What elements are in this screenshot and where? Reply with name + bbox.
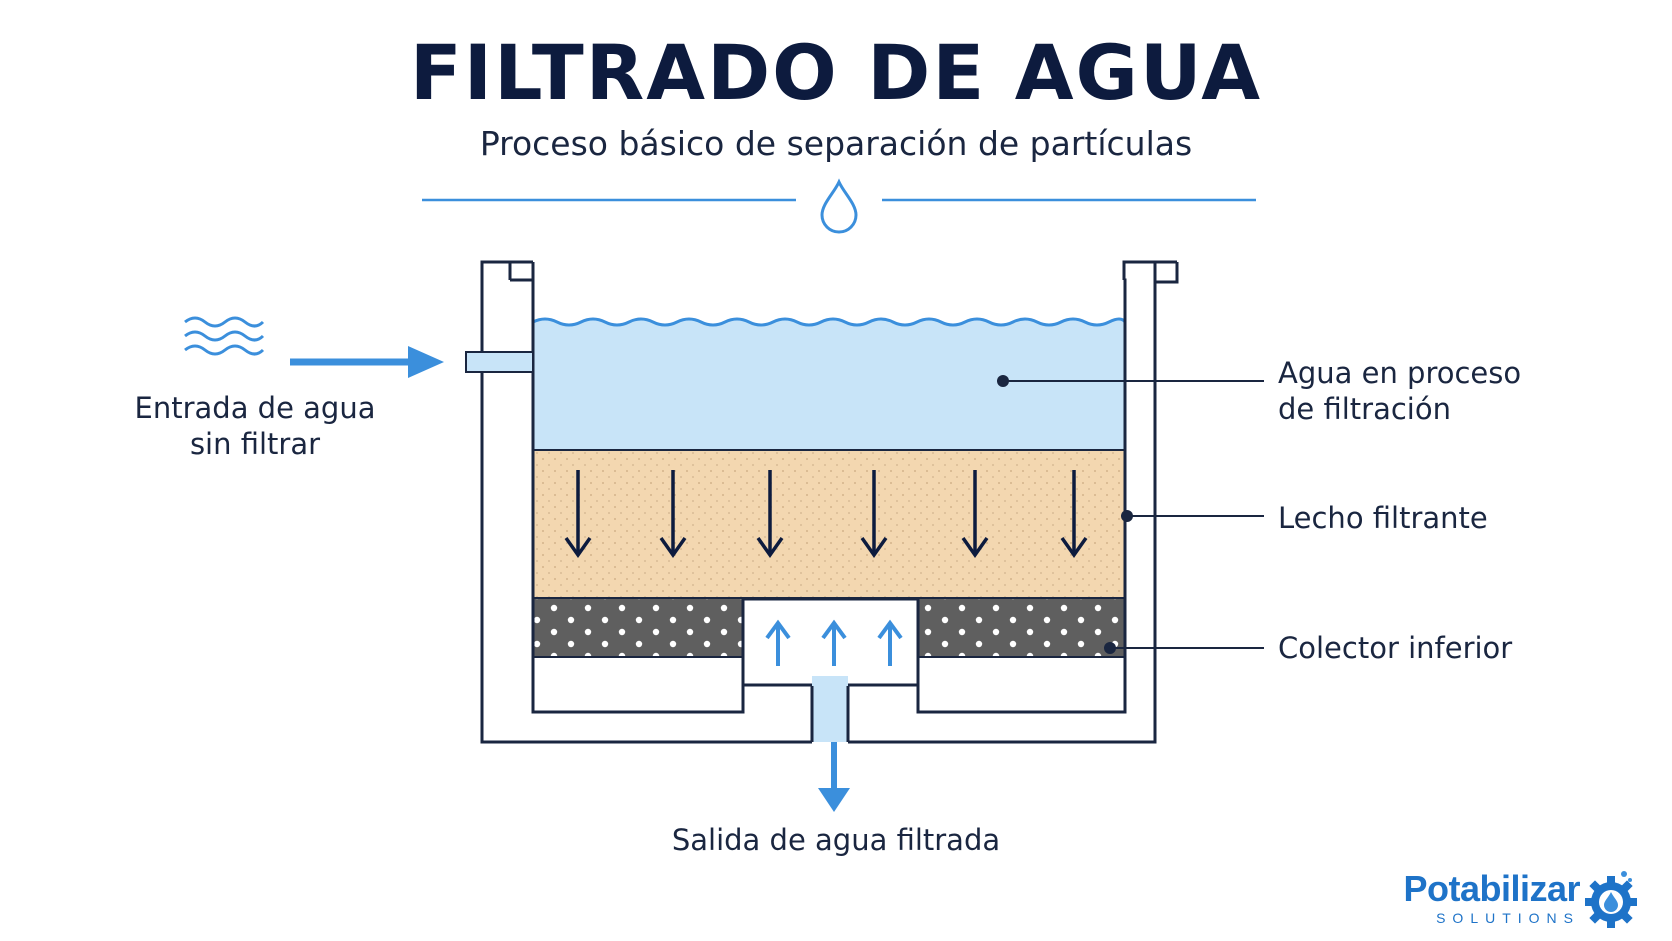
down-arrow <box>860 470 888 559</box>
page-title: FILTRADO DE AGUA <box>409 28 1263 117</box>
outlet-pipe <box>812 676 848 742</box>
flow-up-arrows <box>765 619 903 666</box>
water-layer-label-line-2: de filtración <box>1278 392 1451 426</box>
inlet-label: Entrada de agua sin filtrar <box>110 390 400 462</box>
tank-inner-wall <box>510 278 1127 714</box>
down-arrow <box>564 470 592 559</box>
leader-dot-bed <box>1121 510 1133 522</box>
down-arrow <box>1060 470 1088 559</box>
leader-dot-collector <box>1104 642 1116 654</box>
brand-name: Potabilizar <box>1403 868 1580 909</box>
flow-down-arrows <box>564 470 1088 559</box>
brand-tagline: SOLUTIONS <box>1436 910 1580 926</box>
water-layer-label: Agua en proceso de filtración <box>1278 355 1521 427</box>
down-arrow <box>756 470 784 559</box>
water-layer-label-line-1: Agua en proceso <box>1278 356 1522 390</box>
inlet-pipe <box>465 351 534 373</box>
up-arrow <box>821 619 847 666</box>
inlet-label-line-1: Entrada de agua <box>134 391 376 425</box>
brand-logo: Potabilizar SOLUTIONS <box>1398 868 1638 934</box>
down-arrow <box>659 470 687 559</box>
up-arrow <box>765 619 791 666</box>
water-drop-icon <box>820 178 858 234</box>
collector-label: Colector inferior <box>1278 631 1513 665</box>
filter-bed-label: Lecho filtrante <box>1278 501 1488 535</box>
outlet-label: Salida de agua filtrada <box>671 823 1001 857</box>
inlet-label-line-2: sin filtrar <box>189 427 321 461</box>
leader-dot-water <box>997 375 1009 387</box>
down-arrow <box>961 470 989 559</box>
up-arrow <box>877 619 903 666</box>
water-layer <box>533 319 1125 450</box>
water-waves-icon <box>184 316 265 356</box>
water-surface-line <box>532 317 1127 327</box>
gear-droplet-logo-icon <box>1585 871 1637 928</box>
leader-lines <box>1003 380 1264 649</box>
page-subtitle: Proceso básico de separación de partícul… <box>479 124 1193 163</box>
